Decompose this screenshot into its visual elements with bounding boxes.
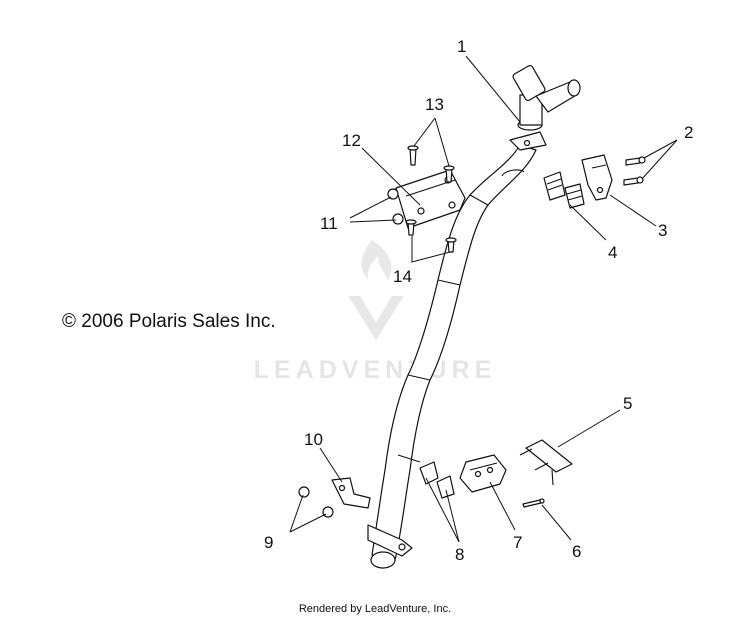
callout-3: 3 [658, 221, 667, 240]
callout-11: 11 [320, 214, 338, 233]
leader-lines [289, 55, 678, 543]
callout-6: 6 [572, 542, 581, 561]
watermark-text: LEADVENTURE [254, 356, 497, 384]
bolts-13 [407, 145, 455, 183]
pad-7 [459, 454, 507, 493]
callout-9: 9 [264, 533, 273, 552]
copyright-text: © 2006 Polaris Sales Inc. [62, 311, 276, 332]
steering-shaft [367, 65, 581, 569]
bolts-2 [623, 156, 646, 186]
washers-6 [522, 498, 545, 508]
clamp-plate-5 [519, 439, 573, 486]
footer-text: Rendered by LeadVenture, Inc. [299, 603, 451, 615]
callout-7: 7 [513, 533, 522, 552]
callout-14: 14 [393, 267, 412, 286]
nuts-9 [298, 486, 334, 518]
watermark-logo: LEADVENTURE [254, 240, 497, 384]
bushings-4 [543, 171, 585, 209]
clamp-bracket-3 [581, 154, 613, 201]
callouts: 1 2 3 4 5 6 7 8 9 10 11 12 13 14 [264, 37, 693, 564]
callout-13: 13 [425, 95, 444, 114]
callout-8: 8 [455, 545, 464, 564]
callout-4: 4 [608, 243, 617, 262]
lower-bracket-10 [331, 477, 371, 509]
callout-5: 5 [623, 394, 632, 413]
callout-10: 10 [304, 430, 323, 449]
mount-bracket [395, 169, 466, 229]
screws-14 [405, 219, 457, 253]
callout-2: 2 [684, 123, 693, 142]
nuts-11 [387, 188, 404, 225]
bushings-8 [419, 461, 455, 499]
callout-1: 1 [457, 37, 466, 56]
callout-12: 12 [342, 131, 361, 150]
